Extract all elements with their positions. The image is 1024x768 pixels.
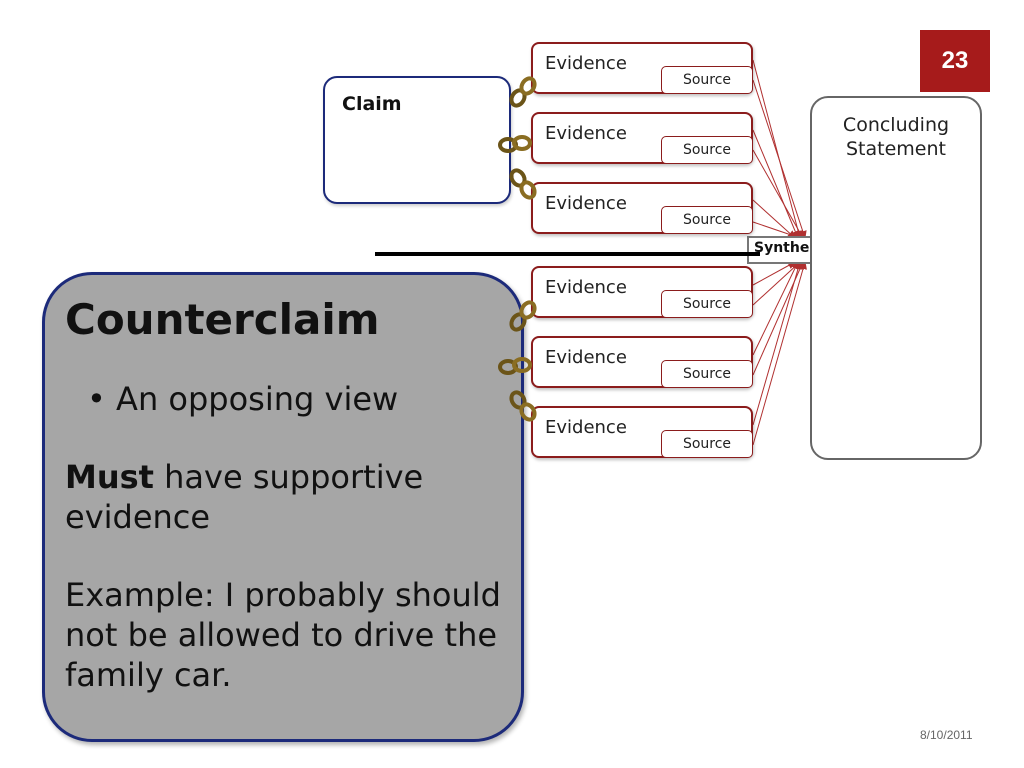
evidence-box: Evidence Source bbox=[531, 266, 753, 318]
evidence-label: Evidence bbox=[545, 347, 627, 368]
chain-link-icon bbox=[509, 76, 537, 108]
source-box: Source bbox=[661, 136, 753, 164]
claim-box: Claim bbox=[323, 76, 511, 204]
evidence-box: Evidence Source bbox=[531, 336, 753, 388]
evidence-arrows bbox=[752, 59, 807, 446]
evidence-label: Evidence bbox=[545, 417, 627, 438]
footer-date: 8/10/2011 bbox=[920, 728, 973, 742]
counterclaim-title: Counterclaim bbox=[65, 295, 380, 344]
source-box: Source bbox=[661, 290, 753, 318]
evidence-label: Evidence bbox=[545, 277, 627, 298]
chain-link-icon bbox=[509, 300, 537, 332]
claim-title: Claim bbox=[342, 93, 402, 115]
chain-link-icon bbox=[509, 168, 537, 200]
chain-link-icon bbox=[498, 135, 532, 153]
arrow-line bbox=[752, 79, 807, 239]
arrow-line bbox=[752, 199, 796, 239]
divider-line bbox=[375, 252, 760, 256]
arrow-line bbox=[752, 261, 807, 446]
concluding-line-2: Statement bbox=[846, 138, 946, 160]
evidence-label: Evidence bbox=[545, 123, 627, 144]
evidence-box: Evidence Source bbox=[531, 112, 753, 164]
counterclaim-box: Counterclaim • An opposing view Must hav… bbox=[42, 272, 524, 742]
concluding-statement-text: Concluding Statement bbox=[812, 113, 980, 161]
evidence-label: Evidence bbox=[545, 193, 627, 214]
chain-link-icon bbox=[498, 357, 532, 375]
must-rest-text: have supportive evidence bbox=[65, 458, 424, 536]
arrow-line bbox=[752, 59, 803, 239]
counterclaim-example: Example: I probably should not be allowe… bbox=[65, 576, 501, 694]
evidence-box: Evidence Source bbox=[531, 42, 753, 94]
arrow-line bbox=[752, 261, 796, 286]
must-bold-text: Must bbox=[65, 458, 154, 496]
arrow-line bbox=[752, 221, 801, 240]
concluding-line-1: Concluding bbox=[842, 114, 950, 136]
slide-number: 23 bbox=[920, 30, 990, 92]
chain-link-icon bbox=[509, 390, 537, 422]
evidence-box: Evidence Source bbox=[531, 406, 753, 458]
counterclaim-bullet: • An opposing view bbox=[87, 380, 399, 418]
arrow-line bbox=[752, 261, 799, 356]
concluding-statement-box: Concluding Statement bbox=[810, 96, 982, 460]
arrow-line bbox=[752, 261, 802, 426]
evidence-box: Evidence Source bbox=[531, 182, 753, 234]
counterclaim-must-text: Must have supportive evidence bbox=[65, 457, 505, 537]
arrow-line bbox=[752, 129, 799, 239]
source-box: Source bbox=[661, 360, 753, 388]
source-box: Source bbox=[661, 430, 753, 458]
source-box: Source bbox=[661, 206, 753, 234]
source-box: Source bbox=[661, 66, 753, 94]
evidence-label: Evidence bbox=[545, 53, 627, 74]
arrow-line bbox=[752, 149, 804, 239]
